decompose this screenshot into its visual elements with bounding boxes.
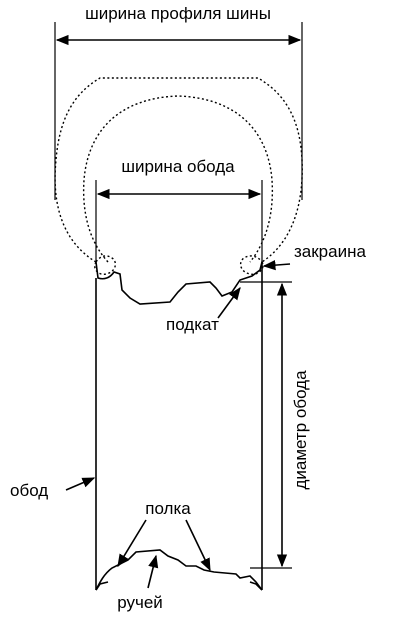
flange-callout: закраина [262, 242, 366, 271]
bead-seat-callout: полка [117, 499, 211, 572]
bead-seat-leader-right [185, 519, 211, 572]
bead-seat-label: полка [145, 499, 191, 518]
rim-lower-flange-right [249, 581, 263, 591]
rim-leader [65, 477, 96, 491]
bead-seat-leader-left [117, 519, 147, 568]
rim-profile-upper [95, 261, 263, 590]
rim-diameter-label: диаметр обода [291, 370, 310, 490]
hump-callout: подкат [166, 286, 241, 334]
tire-width-dimension: ширина профиля шины [54, 4, 303, 200]
tire-outer-contour [54, 77, 303, 263]
hump-leader [217, 286, 241, 319]
well-callout: ручей [117, 554, 163, 612]
rim-callout: обод [10, 477, 96, 500]
rim-width-label: ширина обода [121, 157, 235, 176]
rim-lower-contour [95, 549, 263, 591]
rim-width-dimension: ширина обода [95, 157, 263, 262]
flange-label: закраина [294, 242, 366, 261]
hump-label: подкат [166, 315, 219, 334]
tire-outline [54, 77, 303, 276]
well-leader [147, 554, 159, 589]
rim-lower-flange-left [95, 581, 109, 591]
rim-profile-lower [95, 549, 263, 591]
tire-inner-contour [82, 95, 274, 263]
rim-label: обод [10, 481, 48, 500]
rim-upper-contour [95, 261, 263, 305]
tire-width-label: ширина профиля шины [85, 4, 271, 23]
rim-diameter-dimension: диаметр обода [240, 281, 310, 569]
flange-leader [262, 260, 291, 271]
tire-bead-right [239, 255, 264, 276]
well-label: ручей [117, 593, 163, 612]
